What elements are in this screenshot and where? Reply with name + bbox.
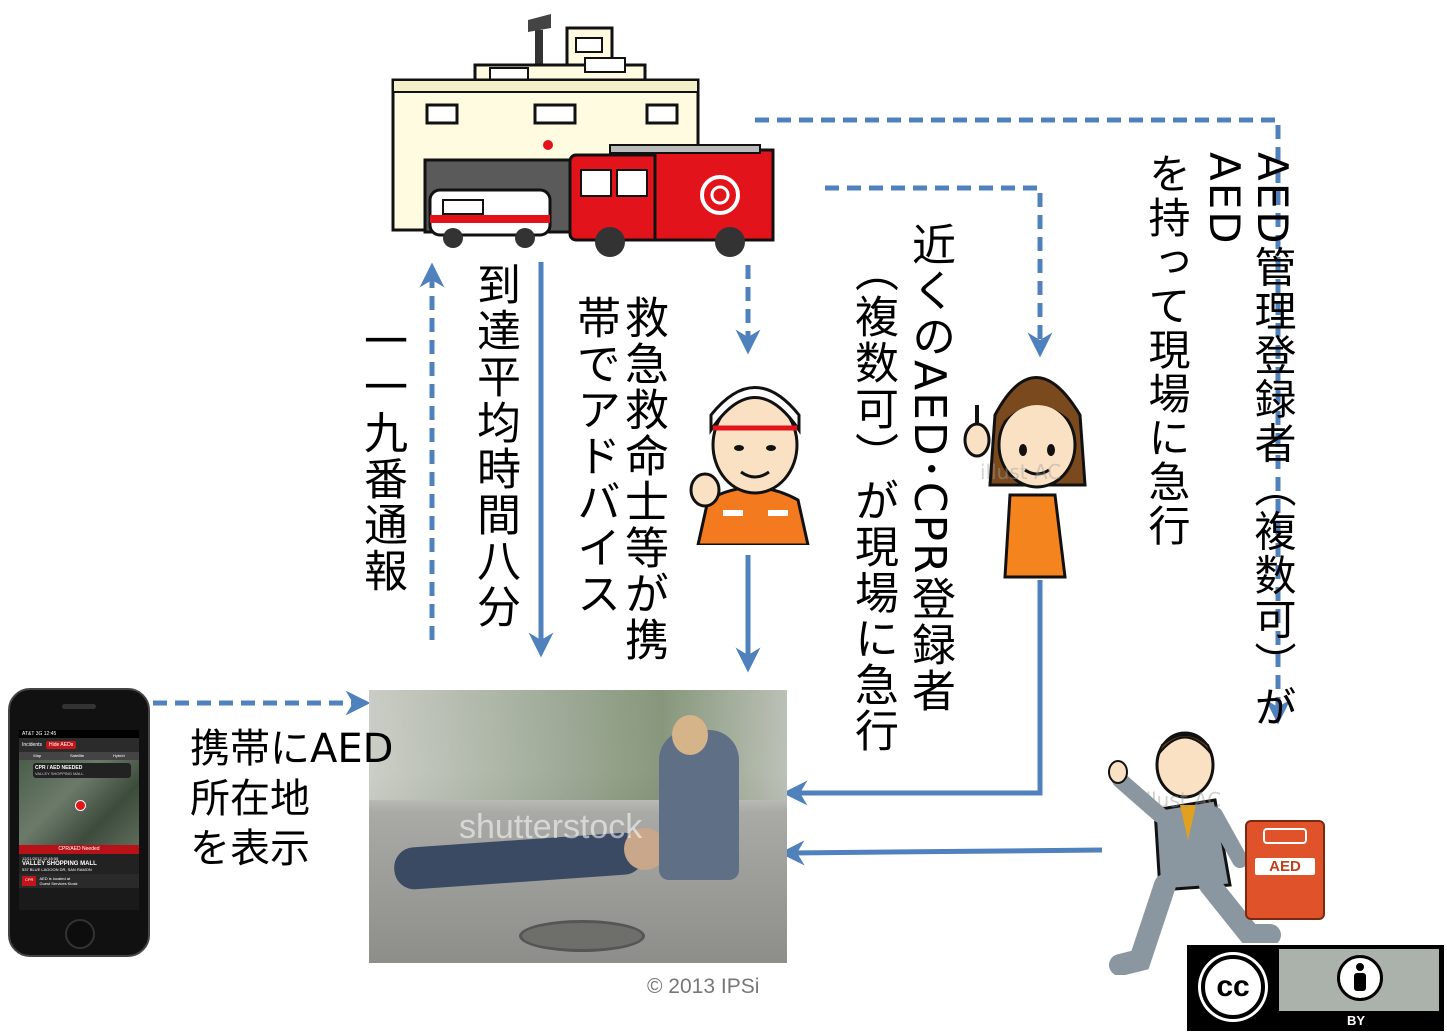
by-label: BY [1347,1013,1366,1028]
aed-box-handle [1263,828,1307,844]
paramedic-illustration [689,386,810,545]
phone-tab-hide-aeds[interactable]: Hide AEDs [46,741,77,749]
phone-display-line-1: 携帯にAED [190,726,394,772]
phone-aed-location-2: Guest Services Kiosk [39,881,78,886]
arrow-aed-to-scene [779,840,1103,866]
phone-aed-location: AED is located at Guest Services Kiosk [39,876,77,886]
running-man-figure [1108,731,1281,976]
phone-display-label: 携帯にAED 所在地 を表示 [190,724,393,874]
aed-box: AED [1245,820,1325,920]
phone-banner: CPR/AED Needed [19,845,139,854]
photo-watermark: shutterstock [459,808,643,846]
attribution-icon [1337,955,1383,1001]
phone-status-bar: AT&T 3G 12:45 [19,730,139,738]
phone-aed-row: CPR AED is located at Guest Services Kio… [19,874,139,888]
cc-icon-text: cc [1216,970,1250,1003]
arrow-to-nearby-registrant [825,185,1053,358]
phone-alert-bubble: CPR / AED NEEDED VALLEY SHOPPING MALL [33,763,131,778]
aed-box-label: AED [1255,858,1315,875]
phone-incident-time: 12/11/2012 12:45:55 [22,856,59,861]
label-paramedic-advice: 救急救命士等が携帯でアドバイス [569,295,668,695]
phone-display-line-3: を表示 [190,826,310,872]
smartphone: AT&T 3G 12:45 Incidents Hide AEDs Map Sa… [8,688,150,957]
arrow-nearby-to-scene [782,580,1043,806]
label-nearby-registrant-1: 近くのAED･CPR登録者 [904,222,955,714]
phone-map-tabs: Map Satellite Hybrid [19,752,139,760]
label-arrival-time: 到達平均時間八分 [469,262,520,630]
label-paramedic-advice-text: 救急救命士等が携帯でアドバイス [569,295,668,663]
attribution-head [1356,963,1364,971]
phone-alert-title: CPR / AED NEEDED [35,765,83,771]
phone-map-tab-map[interactable]: Map [33,753,42,758]
illust-watermark-2: illust AC [1140,788,1222,812]
phone-alert-place: VALLEY SHOPPING MALL [35,771,84,776]
phone-map-pin [75,800,86,811]
kneeling-woman-head [672,715,708,755]
emergency-scene-photo: shutterstock [369,690,787,963]
phone-tab-incidents[interactable]: Incidents [22,742,43,748]
label-nearby-registrant-2: （複数可）が現場に急行 [847,248,898,754]
phone-speaker [62,704,96,709]
phone-incident-place: VALLEY SHOPPING MALL [22,861,97,867]
phone-map-tab-satellite[interactable]: Satellite [69,753,85,758]
phone-nav-bar: Incidents Hide AEDs [19,738,139,752]
cc-icon: cc [1201,955,1265,1019]
phone-incident-address: 537 BLUE LAGOON DR, SAN RAMON [22,867,92,872]
nearby-registrant-illustration: illust AC [955,345,1125,585]
phone-map-tab-hybrid[interactable]: Hybrid [113,753,125,758]
attribution-body [1354,973,1366,991]
phone-display-line-2: 所在地 [190,776,310,822]
label-119-call: 一一九番通報 [356,318,407,594]
copyright: © 2013 IPSi [647,975,760,998]
woman-figure [963,376,1087,579]
fire-station-illustration [391,14,775,257]
label-aed-manager-2: を持って現場に急行 [1142,152,1191,548]
phone-map: CPR / AED NEEDED VALLEY SHOPPING MALL [19,760,139,845]
phone-screen: AT&T 3G 12:45 Incidents Hide AEDs Map Sa… [19,730,139,910]
aed-manager-illustration: AED illust AC [1100,720,1335,976]
illust-watermark-1: illust AC [980,460,1062,484]
phone-incident-row: 12/11/2012 12:45:55 VALLEY SHOPPING MALL… [19,854,139,874]
phone-home-button[interactable] [65,919,95,949]
phone-aed-location-1: AED is located at [39,876,71,881]
manhole [519,920,645,952]
cc-by-badge[interactable]: cc BY [1185,943,1446,1033]
kneeling-woman [659,730,739,880]
phone-banner-text: CPR/AED Needed [58,846,100,852]
phone-cpr-button[interactable]: CPR [22,876,37,886]
label-aed-manager-1: AED管理登録者（複数可）がAED [1200,152,1297,730]
